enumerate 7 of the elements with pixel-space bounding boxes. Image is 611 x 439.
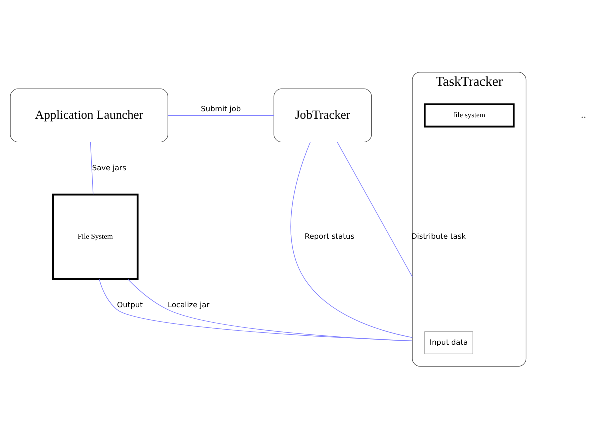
connector <box>337 142 413 278</box>
node-box: JobTracker <box>274 88 372 143</box>
connector <box>290 142 413 338</box>
node-box: Application Launcher <box>10 88 168 143</box>
label: .. <box>581 110 587 121</box>
connector <box>168 115 274 116</box>
connector <box>90 142 94 195</box>
